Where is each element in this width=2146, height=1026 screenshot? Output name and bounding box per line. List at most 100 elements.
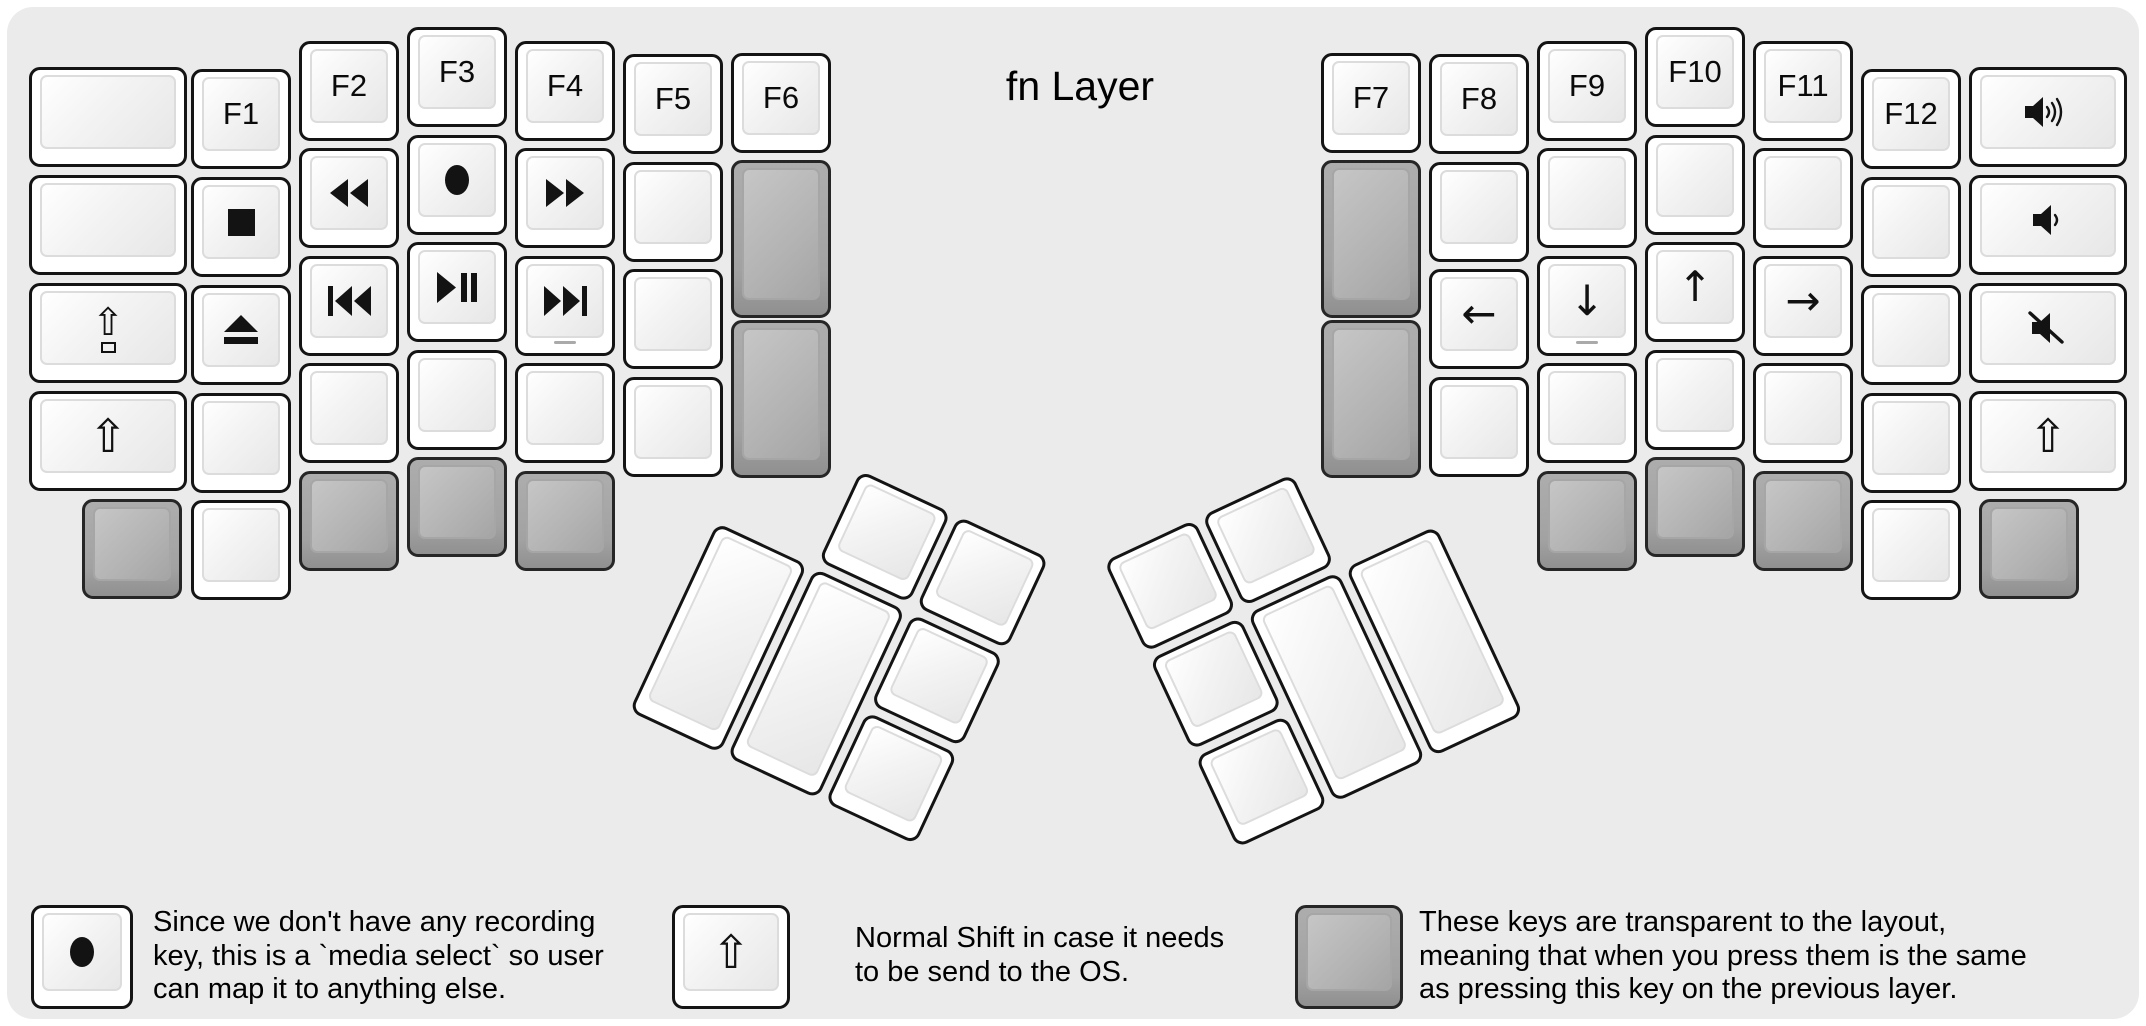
key-left-col3-r4[interactable] — [299, 363, 399, 463]
keycap — [1440, 170, 1518, 244]
key-left-outer-r1[interactable] — [29, 67, 187, 167]
key-left-col6-r3[interactable] — [623, 269, 723, 369]
key-right-col5-r4[interactable] — [1753, 363, 1853, 463]
key-f6[interactable]: F6 — [731, 53, 831, 153]
key-right-col5-bottom-transparent[interactable] — [1753, 471, 1853, 571]
key-stop[interactable] — [191, 177, 291, 277]
keycap: ← — [1440, 277, 1518, 351]
key-left-col5-bottom-transparent[interactable] — [515, 471, 615, 571]
key-left-outer-r2[interactable] — [29, 175, 187, 275]
key-right-col3-r4[interactable] — [1537, 363, 1637, 463]
key-f3[interactable]: F3 — [407, 27, 507, 127]
keycap — [310, 264, 388, 338]
keycap — [310, 479, 388, 553]
key-left-col2-bottom[interactable] — [191, 500, 291, 600]
key-left-col4-r4[interactable] — [407, 350, 507, 450]
key-left-capslock[interactable]: ⇧ — [29, 283, 187, 383]
keycap — [888, 625, 991, 726]
key-f5[interactable]: F5 — [623, 54, 723, 154]
key-left-col2-r4[interactable] — [191, 393, 291, 493]
key-left-col6-r2[interactable] — [623, 162, 723, 262]
key-label: F10 — [1668, 54, 1722, 89]
key-arrow-down[interactable]: ↓ — [1537, 256, 1637, 356]
key-right-col4-r2[interactable] — [1645, 135, 1745, 235]
key-right-col6-r4[interactable] — [1861, 393, 1961, 493]
key-right-col6-bottom[interactable] — [1861, 500, 1961, 600]
legend-line: key, this is a `media select` so user — [153, 939, 604, 972]
keycap — [1548, 479, 1626, 553]
key-f11[interactable]: F11 — [1753, 41, 1853, 141]
legend-line: These keys are transparent to the layout… — [1419, 906, 1947, 938]
keycap — [526, 479, 604, 553]
key-arrow-right[interactable]: → — [1753, 256, 1853, 356]
left-arrow-icon: ← — [1461, 289, 1497, 338]
play-pause-icon — [436, 271, 477, 303]
keycap: F10 — [1656, 35, 1734, 109]
keycap — [1332, 168, 1410, 300]
key-left-inner-tall-transparent-1[interactable] — [731, 160, 831, 318]
key-right-col4-r4[interactable] — [1645, 350, 1745, 450]
keycap — [1162, 629, 1265, 730]
key-volume-down[interactable] — [1969, 175, 2127, 275]
key-left-col3-bottom-transparent[interactable] — [299, 471, 399, 571]
key-right-inner-tall-transparent-1[interactable] — [1321, 160, 1421, 318]
key-f9[interactable]: F9 — [1537, 41, 1637, 141]
key-mute[interactable] — [1969, 283, 2127, 383]
key-left-col5-r4[interactable] — [515, 363, 615, 463]
key-right-col4-bottom-transparent[interactable] — [1645, 457, 1745, 557]
keycap — [842, 723, 945, 824]
key-right-col2-r2[interactable] — [1429, 162, 1529, 262]
key-right-shift[interactable]: ⇧ — [1969, 391, 2127, 491]
key-prev-track[interactable] — [299, 256, 399, 356]
key-f2[interactable]: F2 — [299, 41, 399, 141]
key-eject[interactable] — [191, 285, 291, 385]
record-icon — [445, 165, 469, 195]
key-rewind[interactable] — [299, 148, 399, 248]
key-arrow-left[interactable]: ← — [1429, 269, 1529, 369]
shift-icon: ⇧ — [2028, 409, 2068, 463]
key-arrow-up[interactable]: ↑ — [1645, 242, 1745, 342]
key-f10[interactable]: F10 — [1645, 27, 1745, 127]
legend-line: meaning that when you press them is the … — [1419, 939, 2027, 972]
homing-bar — [554, 340, 576, 344]
keycap — [1214, 485, 1317, 586]
keycap: F1 — [202, 77, 280, 151]
key-right-col3-bottom-transparent[interactable] — [1537, 471, 1637, 571]
keycap — [1872, 293, 1950, 367]
key-right-inner-tall-transparent-2[interactable] — [1321, 320, 1421, 478]
key-right-col5-r2[interactable] — [1753, 148, 1853, 248]
key-f1[interactable]: F1 — [191, 69, 291, 169]
keycap — [1980, 291, 2116, 365]
key-left-shift[interactable]: ⇧ — [29, 391, 187, 491]
key-left-col6-r4[interactable] — [623, 377, 723, 477]
key-f8[interactable]: F8 — [1429, 54, 1529, 154]
key-play-pause[interactable] — [407, 242, 507, 342]
key-f12[interactable]: F12 — [1861, 69, 1961, 169]
key-next-track[interactable] — [515, 256, 615, 356]
key-left-col4-bottom-transparent[interactable] — [407, 457, 507, 557]
keycap: F9 — [1548, 49, 1626, 123]
key-right-col6-r2[interactable] — [1861, 177, 1961, 277]
key-f4[interactable]: F4 — [515, 41, 615, 141]
key-left-outer-bottom-transparent[interactable] — [82, 499, 182, 599]
key-label: F12 — [1884, 96, 1938, 131]
keycap: F7 — [1332, 61, 1410, 135]
legend-line: as pressing this key on the previous lay… — [1419, 973, 1958, 1005]
key-f7[interactable]: F7 — [1321, 53, 1421, 153]
key-label: F7 — [1352, 80, 1390, 115]
key-right-col2-r4[interactable] — [1429, 377, 1529, 477]
keycap — [1656, 465, 1734, 539]
key-right-col6-r3[interactable] — [1861, 285, 1961, 385]
key-right-outer-bottom-transparent[interactable] — [1979, 499, 2079, 599]
keycap — [742, 328, 820, 460]
keycap — [1548, 156, 1626, 230]
shift-icon: ⇧ — [711, 925, 751, 979]
key-left-inner-tall-transparent-2[interactable] — [731, 320, 831, 478]
key-right-col3-r2[interactable] — [1537, 148, 1637, 248]
keycap: F4 — [526, 49, 604, 123]
key-volume-up[interactable] — [1969, 67, 2127, 167]
key-media-select-record[interactable] — [407, 135, 507, 235]
legend-key-record — [31, 905, 133, 1009]
key-fast-forward[interactable] — [515, 148, 615, 248]
